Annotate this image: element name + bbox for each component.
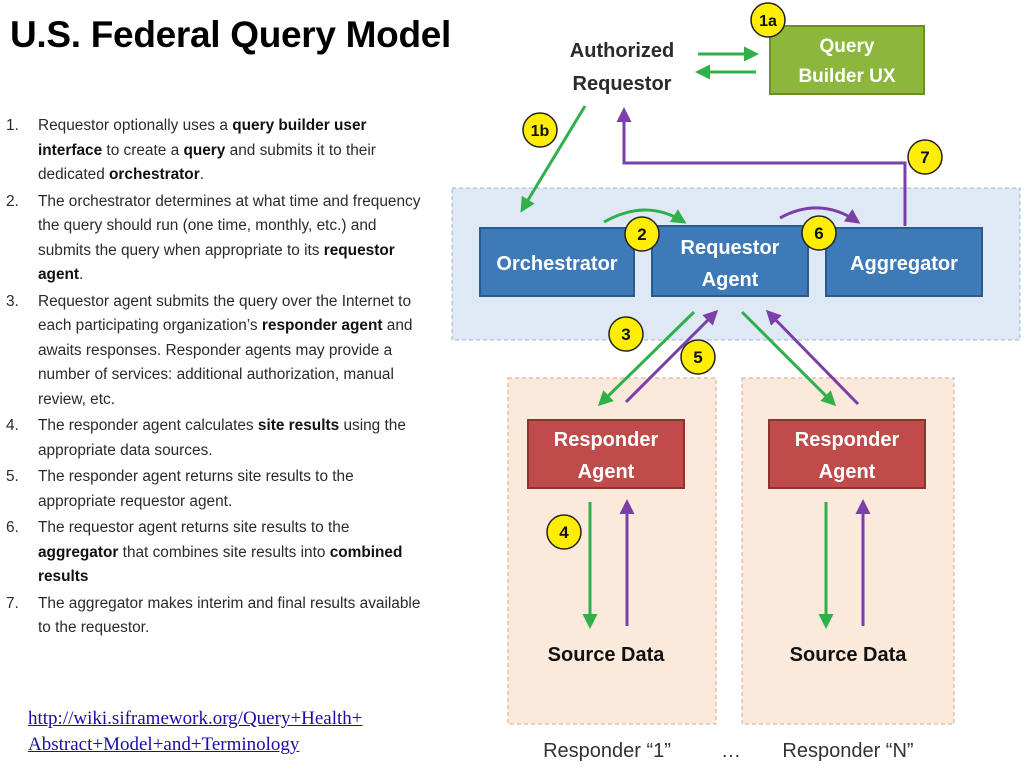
badge-3: 3: [608, 316, 644, 352]
source-link[interactable]: http://wiki.siframework.org/Query+Health…: [28, 706, 363, 758]
step-emphasis: query: [183, 141, 226, 159]
arrow-7: [616, 107, 907, 226]
step-item: 2. The orchestrator determines at what ti…: [6, 190, 426, 288]
source-data-n-label: Source Data: [790, 644, 908, 666]
step-number: 1.: [6, 117, 19, 134]
step-emphasis: combined results: [38, 543, 403, 586]
badge-1a: 1a: [750, 2, 786, 38]
step-text: The orchestrator determines at what time…: [38, 192, 421, 259]
responder-agent-1-line2: Agent: [578, 461, 635, 483]
step-text: The aggregator makes interim and final r…: [38, 594, 421, 637]
step-emphasis: orchestrator: [109, 166, 200, 183]
source-link-line1: http://wiki.siframework.org/Query+Health…: [28, 708, 363, 729]
arrow-3-left: [597, 310, 696, 407]
orchestrator-label: Orchestrator: [496, 253, 617, 275]
badge-2-label: 2: [637, 225, 646, 244]
arrow-6: [779, 206, 861, 224]
step-text: .: [79, 266, 84, 283]
step-item: 1. Requestor optionally uses a query buil…: [6, 114, 426, 188]
responder-agent-1-line1: Responder: [554, 429, 659, 451]
authorized-requestor-line2: Requestor: [573, 73, 672, 95]
step-emphasis: site results: [257, 417, 340, 434]
aggregator-box: [825, 227, 983, 297]
responder-agent-n-line2: Agent: [819, 461, 876, 483]
badge-5-label: 5: [693, 348, 702, 367]
step-text: and submits it to their dedicated: [38, 141, 376, 184]
step-item: 3. Requestor agent submits the query over…: [6, 290, 426, 413]
step-item: 5. The responder agent returns site resul…: [6, 465, 426, 514]
step-emphasis: requestor agent: [38, 241, 395, 284]
step-text: to create a: [102, 141, 184, 159]
query-builder-line2: Builder UX: [798, 66, 895, 87]
aggregator-label: Aggregator: [850, 253, 958, 275]
step-number: 4.: [6, 417, 19, 434]
responder-ellipsis: …: [721, 740, 741, 762]
authorized-requestor-line1: Authorized: [570, 40, 674, 62]
requestor-agent-line1: Requestor: [681, 237, 780, 259]
step-item: 6. The requestor agent returns site resul…: [6, 516, 426, 590]
orchestrator-box: [479, 227, 635, 297]
step-text: and awaits responses. Responder agents m…: [38, 317, 413, 408]
arrow-5-right: [765, 309, 860, 406]
step-text: that combines site results into: [118, 543, 330, 561]
badge-4-label: 4: [559, 523, 569, 542]
step-emphasis: responder agent: [261, 317, 383, 334]
query-builder-box: [769, 25, 925, 95]
step-text: .: [199, 166, 204, 183]
source-data-1-label: Source Data: [548, 644, 666, 666]
step-text: The requestor agent returns site results…: [38, 519, 350, 536]
step-number: 3.: [6, 292, 19, 310]
step-text: The responder agent returns site results…: [38, 468, 354, 510]
responder-agent-n-line1: Responder: [795, 429, 900, 451]
badge-1b-label: 1b: [531, 123, 550, 140]
step-number: 7.: [6, 594, 19, 612]
query-model-diagram: Authorized Requestor Query Builder UX Or…: [451, 2, 1021, 762]
badge-1a-label: 1a: [759, 13, 777, 30]
step-text: using the appropriate data sources.: [38, 417, 406, 459]
requestor-agent-box: [651, 225, 809, 297]
step-item: 7. The aggregator makes interim and final…: [6, 592, 426, 641]
step-text: Requestor optionally uses a: [38, 117, 233, 134]
badge-2: 2: [624, 216, 660, 252]
badge-4: 4: [546, 514, 582, 550]
step-text: The responder agent calculates: [38, 417, 258, 434]
source-link-line2: Abstract+Model+and+Terminology: [28, 734, 300, 755]
arrow-2: [603, 208, 687, 224]
step-number: 5.: [6, 468, 19, 485]
badge-7-label: 7: [920, 148, 929, 167]
arrow-1b: [520, 105, 587, 213]
step-number: 6.: [6, 519, 19, 536]
arrow-5-left: [624, 309, 719, 404]
responder-n-caption: Responder “N”: [782, 740, 913, 762]
requestor-agent-line2: Agent: [702, 269, 759, 291]
badge-6-label: 6: [814, 224, 823, 243]
step-emphasis: query builder user interface: [38, 117, 367, 159]
responder-agent-n-box: [768, 419, 926, 489]
badge-6: 6: [801, 215, 837, 251]
badge-3-label: 3: [621, 325, 630, 344]
step-item: 4. The responder agent calculates site re…: [6, 414, 426, 463]
responder-agent-1-box: [527, 419, 685, 489]
arrow-3-right: [740, 310, 837, 407]
badge-5: 5: [680, 339, 716, 375]
query-builder-line1: Query: [820, 36, 875, 57]
responder-1-caption: Responder “1”: [543, 740, 671, 762]
step-number: 2.: [6, 192, 19, 210]
step-emphasis: aggregator: [38, 543, 119, 561]
step-text: Requestor agent submits the query over t…: [38, 292, 412, 335]
steps-list: 1. Requestor optionally uses a query buil…: [6, 114, 426, 643]
badge-1b: 1b: [522, 112, 558, 148]
slide-title: U.S. Federal Query Model: [10, 14, 452, 55]
badge-7: 7: [907, 139, 943, 175]
